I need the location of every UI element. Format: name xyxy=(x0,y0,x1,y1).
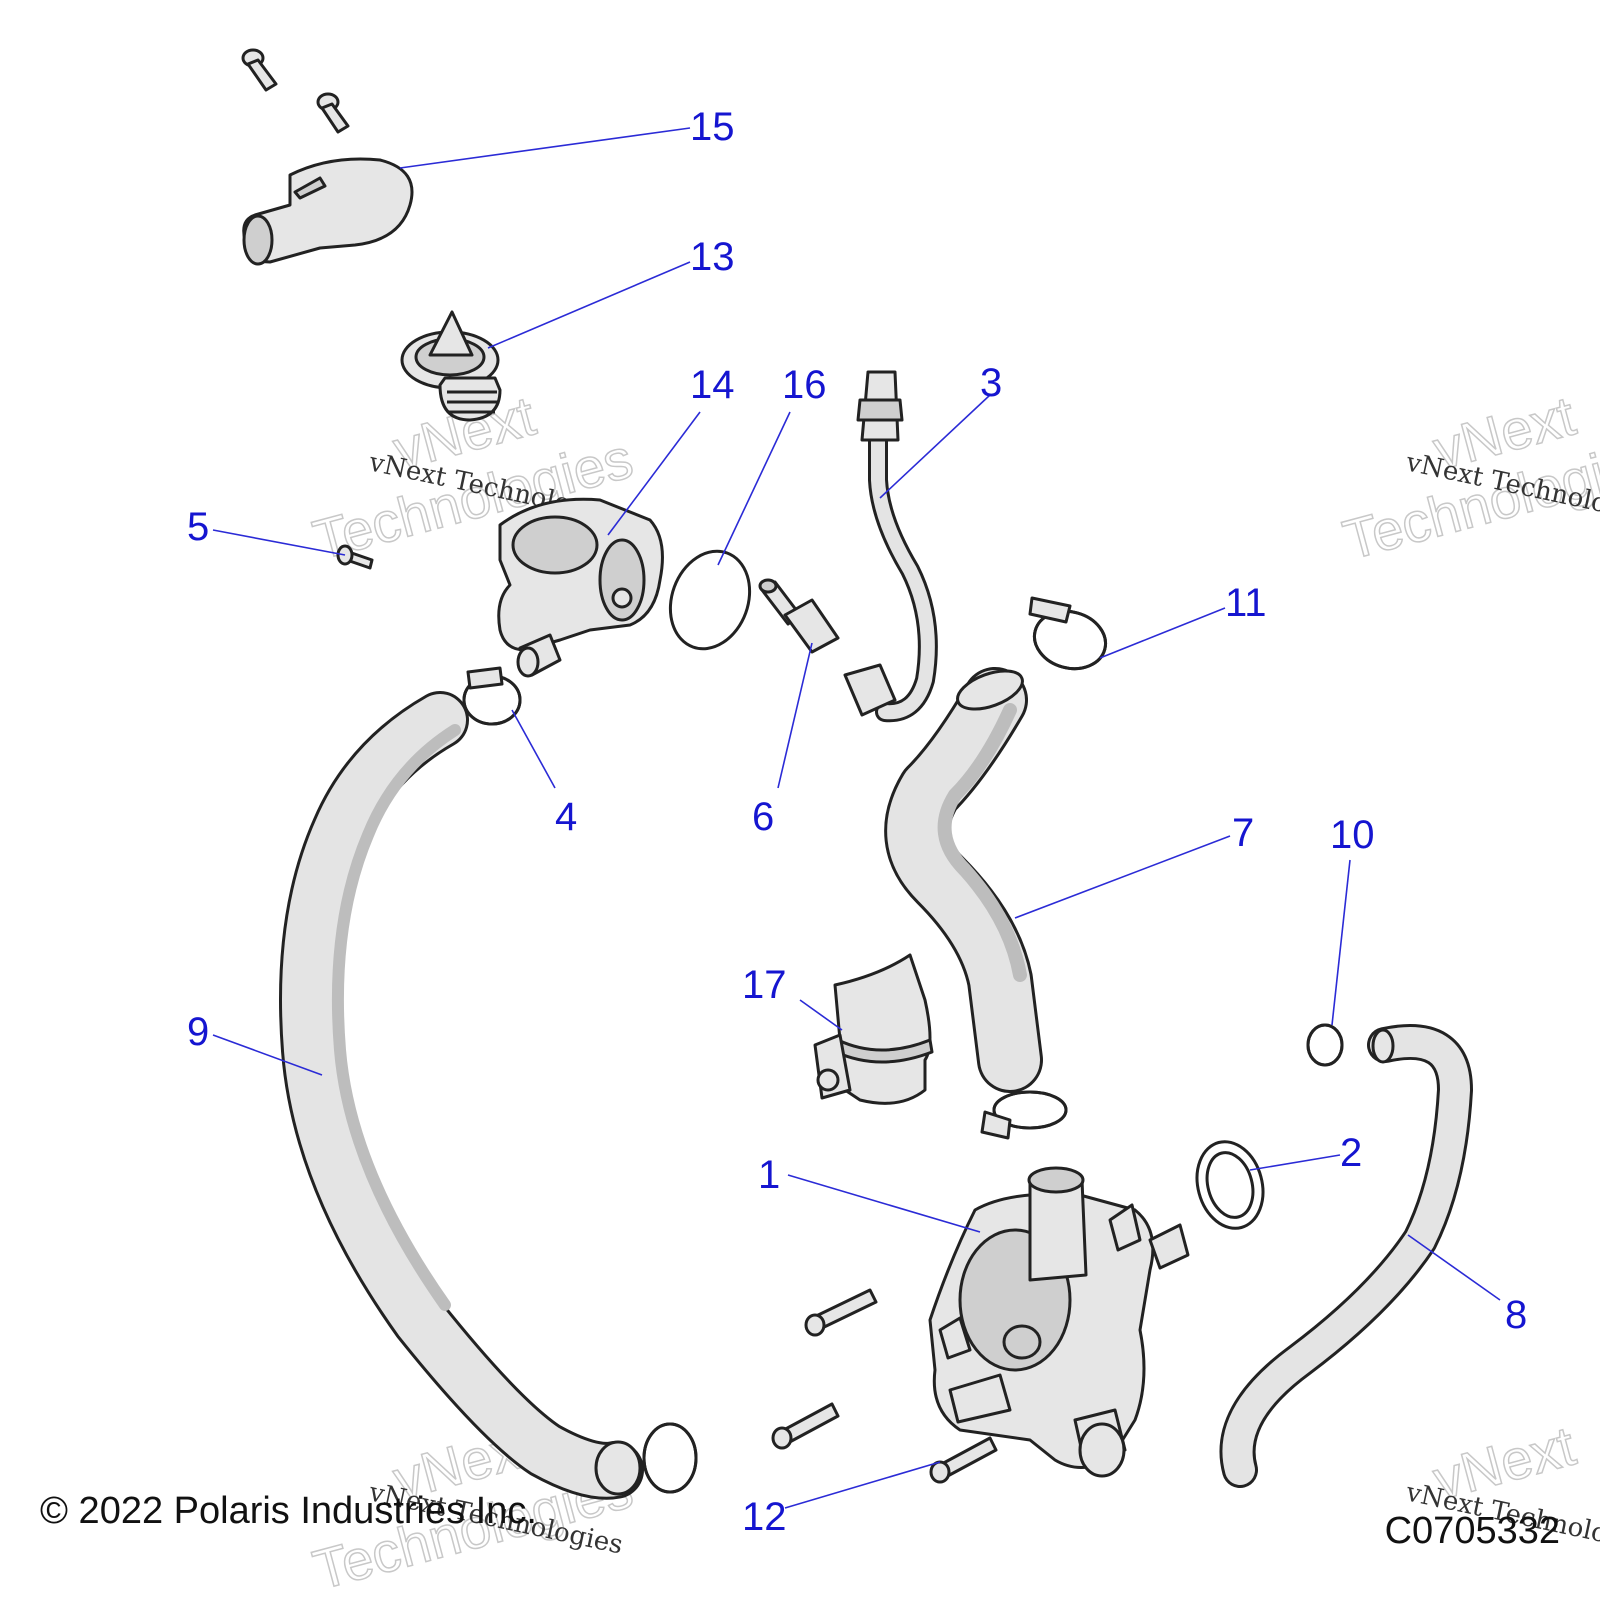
part-10-hose-clamp xyxy=(1306,1023,1344,1067)
part-4-hose-clamp xyxy=(462,666,522,726)
part-1-water-pump xyxy=(928,1166,1190,1478)
hose-clamp xyxy=(642,1422,698,1494)
leader-6 xyxy=(777,642,813,789)
callout-13: 13 xyxy=(690,235,735,279)
callout-4: 4 xyxy=(555,795,577,839)
leader-5 xyxy=(212,529,346,556)
leader-10 xyxy=(1331,859,1351,1026)
hose-clamp xyxy=(980,1090,1068,1140)
leader-16 xyxy=(717,411,791,566)
leader-14 xyxy=(607,411,701,536)
leader-2 xyxy=(1249,1154,1341,1171)
part-11-hose-clamp xyxy=(1028,596,1108,671)
callout-11: 11 xyxy=(1225,581,1267,625)
bolt xyxy=(771,1402,840,1450)
leader-17 xyxy=(799,999,843,1031)
callout-3: 3 xyxy=(980,361,1002,405)
callout-7: 7 xyxy=(1232,811,1254,855)
part-3-wire-harness xyxy=(843,370,938,723)
part-14-thermostat-housing xyxy=(497,497,664,678)
figure-code: C0705332 xyxy=(1384,1510,1560,1552)
part-15-thermostat-cover xyxy=(241,48,414,266)
leader-9 xyxy=(212,1034,323,1076)
leader-7 xyxy=(1014,835,1231,919)
part-5-screw xyxy=(336,544,374,570)
callout-1: 1 xyxy=(758,1153,780,1197)
callout-15: 15 xyxy=(690,105,735,149)
bolt xyxy=(241,48,278,92)
leader-12 xyxy=(784,1461,941,1509)
callout-17: 17 xyxy=(742,963,787,1007)
leader-4 xyxy=(511,709,556,789)
callout-5: 5 xyxy=(187,505,209,549)
part-9-hose xyxy=(279,691,644,1500)
bolt xyxy=(804,1288,878,1337)
callout-6: 6 xyxy=(752,795,774,839)
callout-9: 9 xyxy=(187,1010,209,1054)
copyright-notice: © 2022 Polaris Industries Inc. xyxy=(40,1490,537,1532)
part-6-temperature-sensor xyxy=(758,578,840,654)
part-7-hose xyxy=(884,667,1043,1093)
part-2-gasket xyxy=(1195,1140,1265,1230)
part-13-thermostat xyxy=(400,310,502,422)
part-17-elbow-adapter xyxy=(813,953,934,1105)
leader-13 xyxy=(487,261,691,349)
callout-8: 8 xyxy=(1505,1293,1527,1337)
leader-1 xyxy=(787,1174,981,1233)
bolt xyxy=(316,92,350,134)
leader-lines xyxy=(212,127,1501,1509)
callout-2: 2 xyxy=(1340,1131,1362,1175)
callout-12: 12 xyxy=(742,1495,787,1539)
part-8-hose xyxy=(1219,1024,1473,1488)
part-16-o-ring xyxy=(668,549,752,651)
callout-10: 10 xyxy=(1330,813,1375,857)
callout-14: 14 xyxy=(690,363,735,407)
callout-numbers: 15 13 14 16 3 5 11 4 6 7 10 17 9 2 1 8 1… xyxy=(187,105,1527,1539)
leader-3 xyxy=(879,394,991,499)
leader-8 xyxy=(1407,1234,1501,1301)
bolt xyxy=(929,1436,998,1484)
leader-11 xyxy=(1099,607,1226,659)
callout-16: 16 xyxy=(782,363,827,407)
leader-15 xyxy=(399,127,691,169)
